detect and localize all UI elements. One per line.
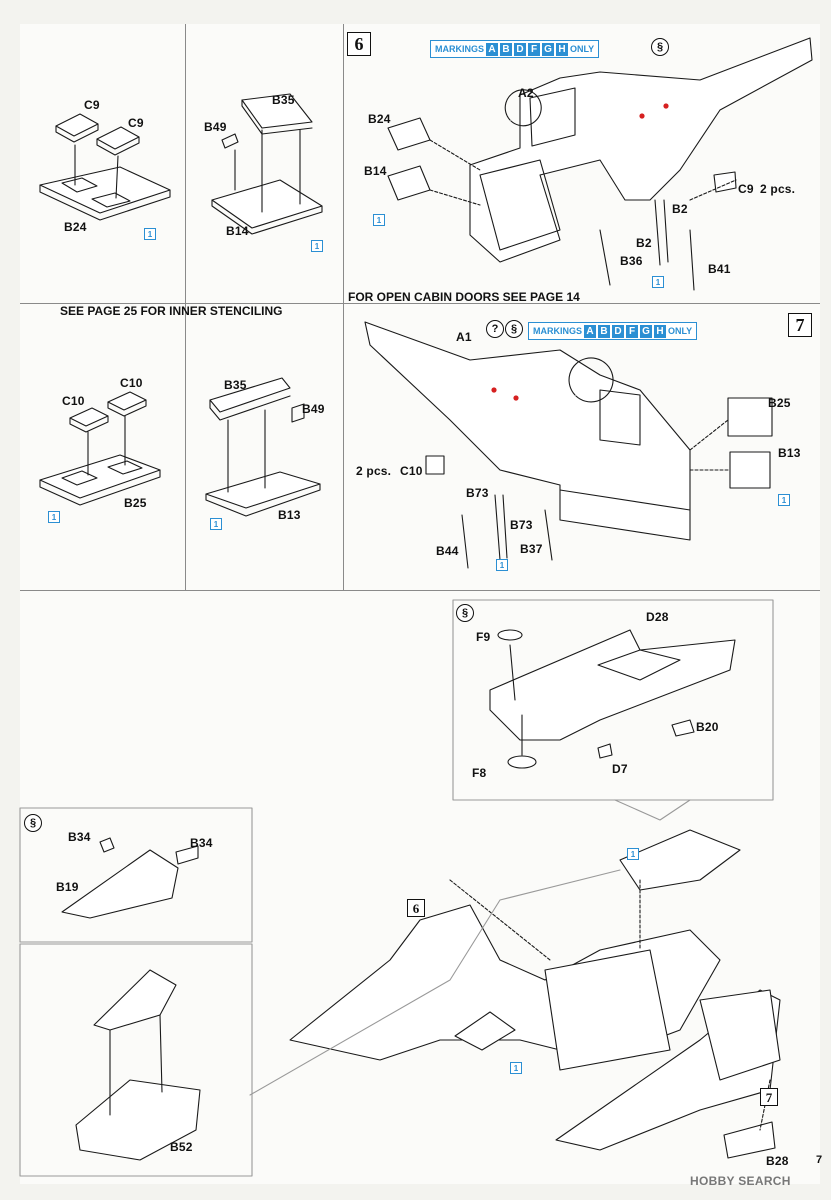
red-markers — [491, 103, 669, 401]
marking-d: D — [612, 324, 624, 338]
b49-label: B49 — [302, 402, 325, 416]
grid-divider-v1 — [185, 24, 186, 590]
marking-a: A — [486, 42, 498, 56]
c10-label-right: C10 — [120, 376, 143, 390]
ref-box: 1 — [144, 228, 156, 240]
a2-label: A2 — [518, 86, 534, 100]
b52-detail-drawing — [19, 943, 253, 1177]
c10-label-left: C10 — [62, 394, 85, 408]
b35-label: B35 — [224, 378, 247, 392]
decal-icon: § — [456, 604, 474, 622]
step6-markings-box: MARKINGS A B D F G H ONLY — [430, 40, 600, 58]
watermark: HOBBY SEARCH — [690, 1174, 791, 1188]
b73-label-lower: B73 — [510, 518, 533, 532]
grid-divider-v2 — [343, 24, 344, 590]
marking-f: F — [528, 42, 540, 56]
tail-detail-drawing — [452, 599, 774, 801]
ref-box: 1 — [311, 240, 323, 252]
marking-h: H — [556, 42, 568, 56]
markings-prefix: MARKINGS — [435, 44, 484, 54]
b24-panel-drawing — [39, 113, 171, 221]
ref-box: 1 — [496, 559, 508, 571]
b28-label: B28 — [766, 1154, 789, 1168]
d28-label: D28 — [646, 610, 669, 624]
ref-box: 1 — [210, 518, 222, 530]
marking-b: B — [598, 324, 610, 338]
c9-label: C9 — [738, 182, 754, 196]
ref-box: 1 — [48, 511, 60, 523]
b35-label: B35 — [272, 93, 295, 107]
step-7-ref: 7 — [760, 1088, 778, 1106]
marking-d: D — [514, 42, 526, 56]
grid-divider-h1 — [20, 303, 820, 304]
b37-label: B37 — [520, 542, 543, 556]
b73-label-upper: B73 — [466, 486, 489, 500]
b25-label: B25 — [768, 396, 791, 410]
page-number: 7 — [816, 1154, 823, 1166]
f9-label: F9 — [476, 630, 491, 644]
b24-label: B24 — [368, 112, 391, 126]
open-cabin-doors-note: FOR OPEN CABIN DOORS SEE PAGE 14 — [348, 290, 580, 304]
ref-box: 1 — [652, 276, 664, 288]
a1-label: A1 — [456, 330, 472, 344]
markings-suffix: ONLY — [570, 44, 595, 54]
marking-g: G — [640, 324, 652, 338]
b34-label-right: B34 — [190, 836, 213, 850]
step-7-number: 7 — [788, 313, 812, 337]
step6-fuselage-drawing — [387, 37, 813, 291]
b36-label: B36 — [620, 254, 643, 268]
markings-prefix: MARKINGS — [533, 326, 582, 336]
b14-label: B14 — [364, 164, 387, 178]
stenciling-note: SEE PAGE 25 FOR INNER STENCILING — [60, 304, 283, 318]
grid-divider-h2 — [20, 590, 820, 591]
b20-label: B20 — [696, 720, 719, 734]
b19-label: B19 — [56, 880, 79, 894]
b25-panel-drawing — [39, 391, 161, 506]
ref-box: 1 — [627, 848, 639, 860]
f8-label: F8 — [472, 766, 487, 780]
b52-label: B52 — [170, 1140, 193, 1154]
b24-label: B24 — [64, 220, 87, 234]
b13-label: B13 — [278, 508, 301, 522]
ref-box: 1 — [373, 214, 385, 226]
help-icon: ? — [486, 320, 504, 338]
marking-f: F — [626, 324, 638, 338]
step-6-number: 6 — [347, 32, 371, 56]
b44-label: B44 — [436, 544, 459, 558]
c10-label: C10 — [400, 464, 423, 478]
c9-label-left: C9 — [84, 98, 100, 112]
marking-g: G — [542, 42, 554, 56]
ref-box: 1 — [778, 494, 790, 506]
b34-label-left: B34 — [68, 830, 91, 844]
marking-a: A — [584, 324, 596, 338]
b49-label: B49 — [204, 120, 227, 134]
step7-fuselage-drawing — [364, 321, 773, 569]
decal-icon: § — [24, 814, 42, 832]
step7-markings-box: MARKINGS A B D F G H ONLY — [528, 322, 698, 340]
b13-label: B13 — [778, 446, 801, 460]
markings-suffix: ONLY — [668, 326, 693, 336]
step-6-ref: 6 — [407, 899, 425, 917]
b2-label-upper: B2 — [672, 202, 688, 216]
qty-label: 2 pcs. — [760, 182, 796, 196]
b41-label: B41 — [708, 262, 731, 276]
b2-label-lower: B2 — [636, 236, 652, 250]
marking-b: B — [500, 42, 512, 56]
ref-box: 1 — [510, 1062, 522, 1074]
qty-label: 2 pcs. — [356, 464, 392, 478]
b19-detail-drawing — [19, 807, 253, 943]
decal-icon: § — [651, 38, 669, 56]
c9-label-right: C9 — [128, 116, 144, 130]
b14-label: B14 — [226, 224, 249, 238]
final-assembly-drawing — [289, 829, 781, 1159]
b13-panel-drawing — [205, 377, 321, 517]
b14-panel-drawing — [211, 93, 323, 235]
marking-h: H — [654, 324, 666, 338]
b25-label: B25 — [124, 496, 147, 510]
d7-label: D7 — [612, 762, 628, 776]
decal-icon: § — [505, 320, 523, 338]
